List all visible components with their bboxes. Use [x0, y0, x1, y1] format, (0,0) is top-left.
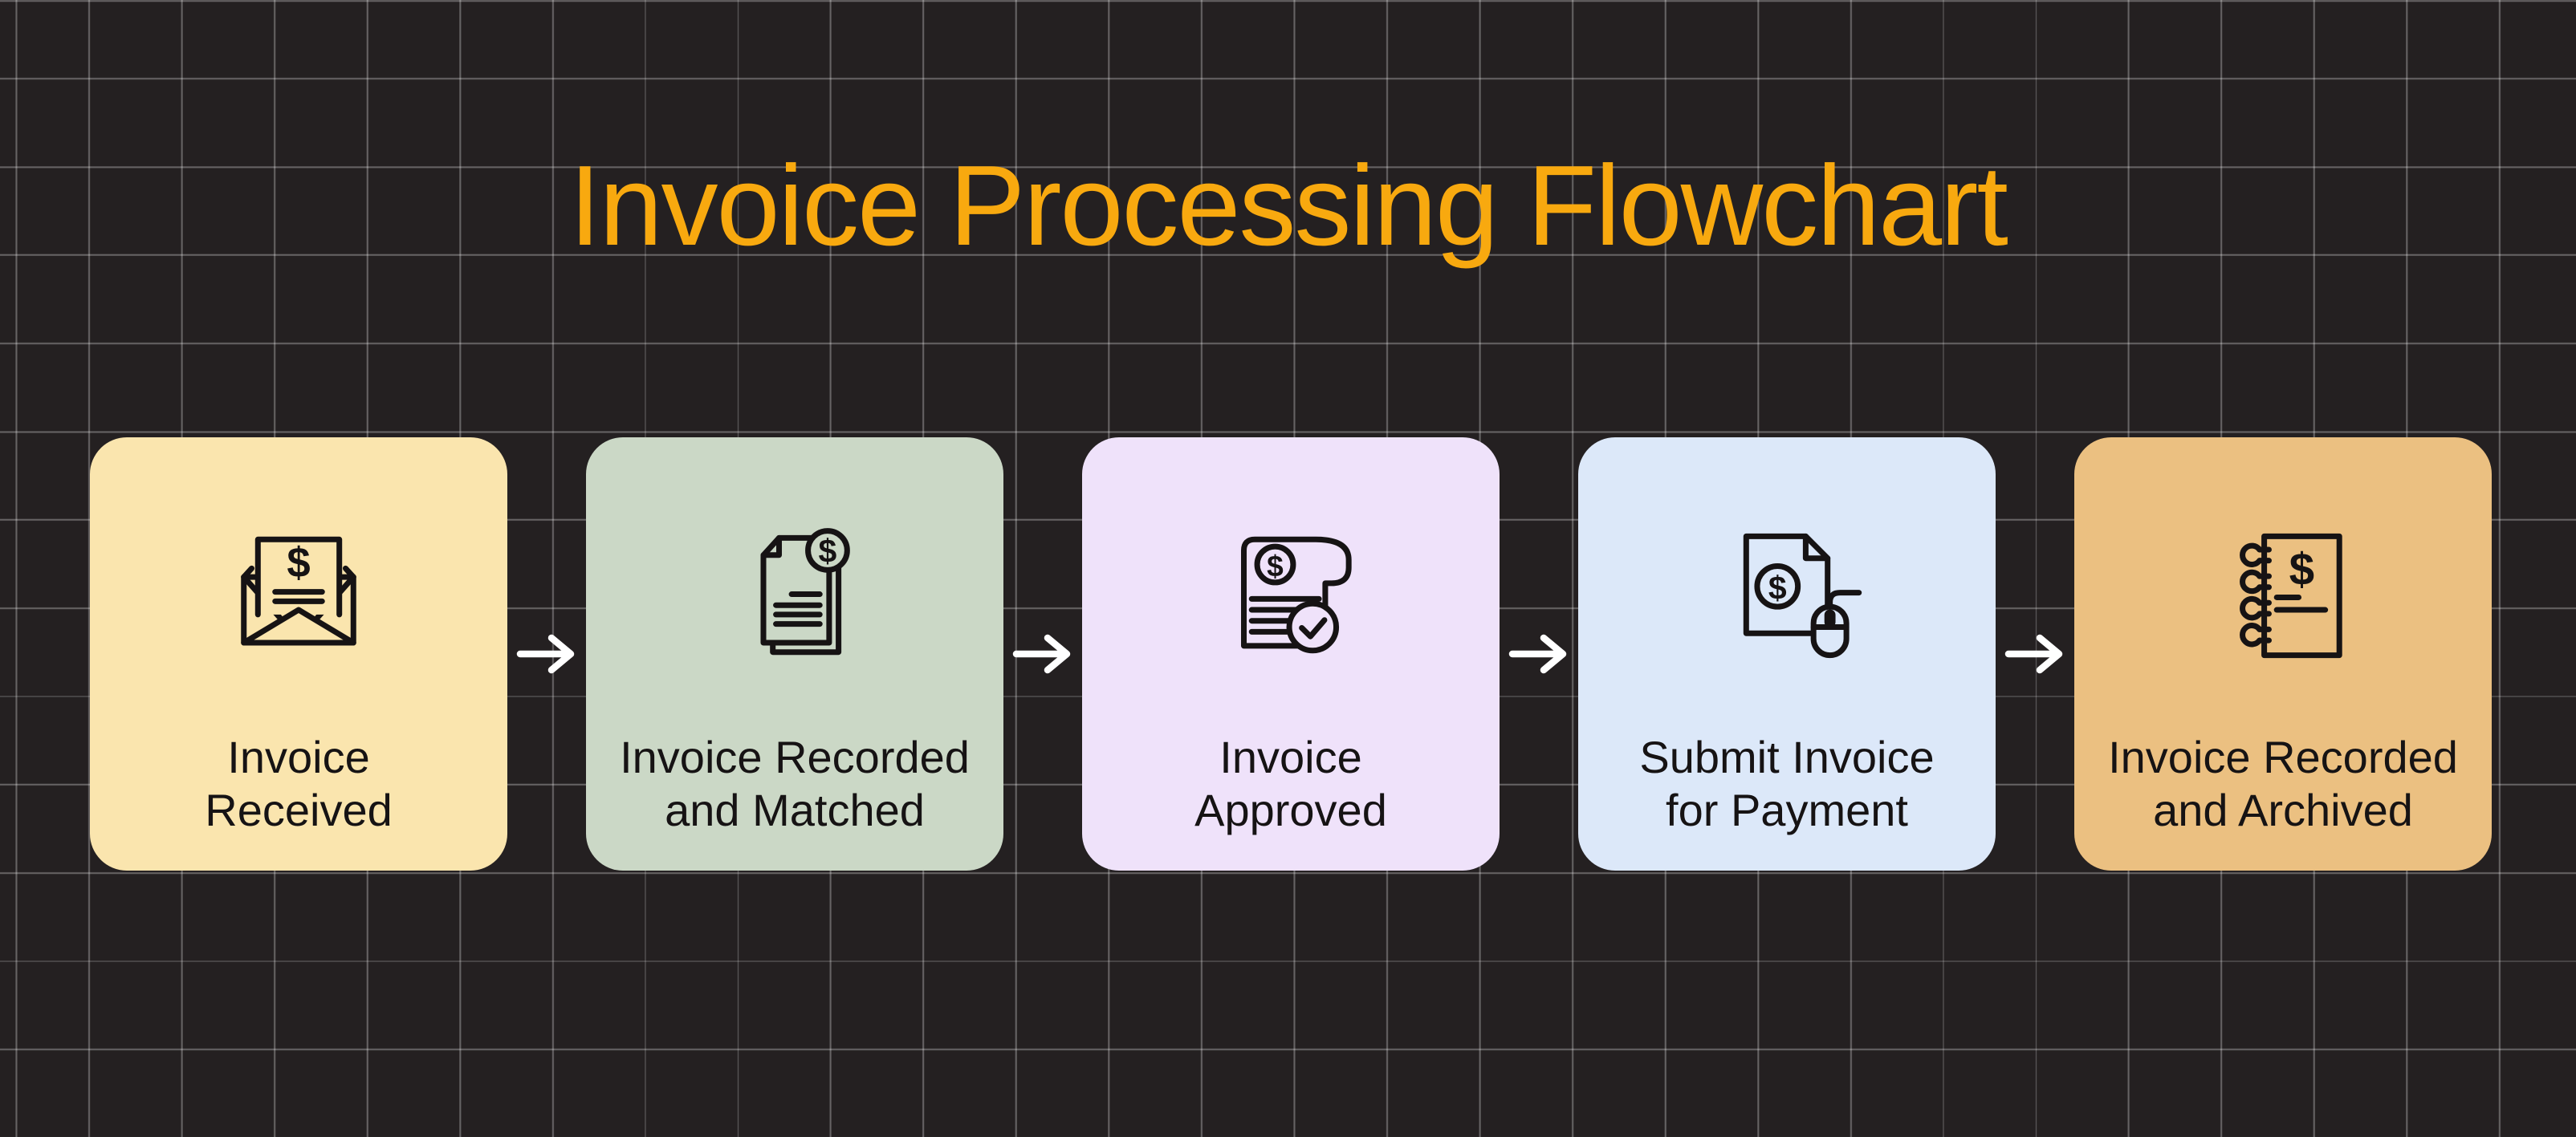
document-dollar-computer-mouse-icon: $ — [1709, 518, 1866, 674]
dollar-glyph: $ — [1267, 549, 1284, 583]
flow-step-invoice-recorded-archived: $ Invoice Recorded and Archived — [2074, 437, 2492, 871]
dollar-glyph: $ — [1768, 569, 1787, 606]
arrow-right-icon — [2004, 633, 2065, 675]
step-label: Invoice Approved — [1194, 731, 1387, 835]
spiral-ledger-dollar-icon: $ — [2205, 518, 2362, 674]
arrow-right-icon — [516, 633, 577, 675]
receipt-scroll-dollar-checkmark-icon: $ — [1213, 518, 1369, 674]
flow-step-invoice-received: $ Invoice Received — [90, 437, 507, 871]
arrow-right-icon — [1012, 633, 1073, 675]
dollar-glyph: $ — [2289, 544, 2314, 595]
dollar-glyph: $ — [819, 533, 837, 570]
flow-step-invoice-recorded-matched: $ Invoice Recorded and Matched — [586, 437, 1003, 871]
dollar-glyph: $ — [287, 539, 310, 587]
step-label: Invoice Recorded and Matched — [620, 731, 970, 835]
stacked-documents-dollar-badge-icon: $ — [717, 518, 873, 674]
flow-step-submit-invoice-payment: $ Submit Invoice for Payment — [1578, 437, 1996, 871]
step-label: Invoice Received — [205, 731, 393, 835]
step-label: Invoice Recorded and Archived — [2108, 731, 2458, 835]
step-label: Submit Invoice for Payment — [1639, 731, 1935, 835]
flow-step-invoice-approved: $ Invoice Approved — [1082, 437, 1500, 871]
open-envelope-dollar-letter-icon: $ — [221, 518, 377, 674]
arrow-right-icon — [1508, 633, 1569, 675]
page-title: Invoice Processing Flowchart — [569, 142, 2008, 270]
